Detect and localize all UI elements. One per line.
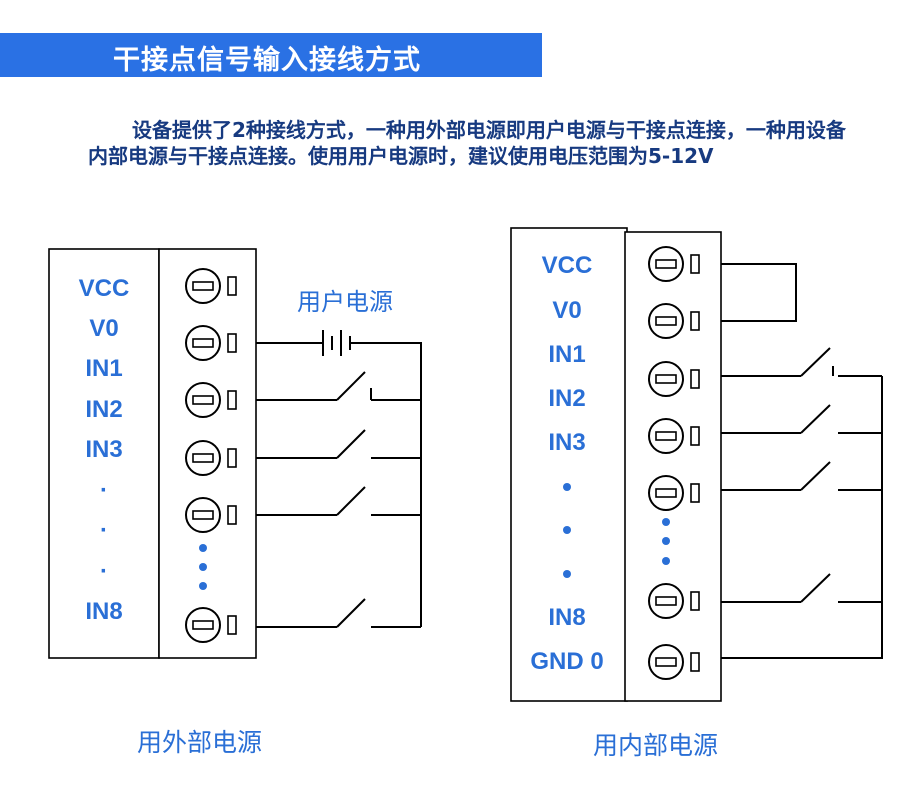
screw-slot <box>655 374 677 384</box>
intro-paragraph: 设备提供了2种接线方式，一种用外部电源即用户电源与干接点连接，一种用设备内部电源… <box>88 117 858 169</box>
wire-clamp <box>690 426 700 446</box>
ellipsis-dot <box>662 557 670 565</box>
wire-clamp <box>227 333 237 353</box>
screw-slot <box>192 281 214 291</box>
right-pin-label-dot-2: · <box>563 517 571 544</box>
terminal-screw-5 <box>648 475 700 511</box>
wire-clamp <box>227 615 237 635</box>
ellipsis-dot <box>563 483 571 491</box>
screw-slot <box>655 657 677 667</box>
vcc-v0-jumper <box>721 263 797 322</box>
internal-power-diagram <box>510 227 883 702</box>
screw-slot <box>655 596 677 606</box>
screw-slot <box>655 431 677 441</box>
gnd-bus <box>721 376 883 659</box>
screw-slot <box>192 620 214 630</box>
terminal-block <box>624 231 722 702</box>
screw-slot <box>655 316 677 326</box>
screw-slot <box>655 488 677 498</box>
ellipsis-dot <box>563 570 571 578</box>
switch-contact <box>800 573 831 603</box>
ellipsis-dot <box>199 582 207 590</box>
right-pin-label-in2: IN2 <box>548 385 586 412</box>
external-power-diagram <box>48 248 422 659</box>
wire-clamp <box>690 254 700 274</box>
switch-contact <box>336 429 366 459</box>
switch-contact <box>800 404 831 434</box>
internal-power-caption: 用内部电源 <box>593 731 719 760</box>
right-pin-label-gnd0: GND 0 <box>530 648 604 675</box>
terminal-screw-1 <box>185 268 237 304</box>
ellipsis-dot <box>199 563 207 571</box>
terminal-screw-4 <box>185 440 237 476</box>
wire-clamp <box>690 311 700 331</box>
left-pin-label-dot-1: · <box>100 477 108 504</box>
wire-clamp <box>690 591 700 611</box>
terminal-screw-6 <box>648 583 700 619</box>
wire-clamp <box>227 390 237 410</box>
right-pin-label-in8: IN8 <box>548 604 586 631</box>
right-pin-label-dot-1: · <box>563 473 571 500</box>
user-power-supply-label: 用户电源 <box>297 288 393 316</box>
switch-contact <box>800 461 831 491</box>
terminal-screw-5 <box>185 497 237 533</box>
ellipsis-dot <box>662 518 670 526</box>
terminal-screw-6 <box>185 607 237 643</box>
external-power-caption: 用外部电源 <box>137 728 263 757</box>
wire-clamp <box>227 505 237 525</box>
left-pin-label-in2: IN2 <box>85 396 123 423</box>
ellipsis-dot <box>563 526 571 534</box>
screw-slot <box>192 395 214 405</box>
right-pin-label-dot-3: · <box>563 561 571 588</box>
screw-slot <box>192 510 214 520</box>
right-pin-label-v0: V0 <box>552 297 582 324</box>
label-block <box>48 248 160 659</box>
left-pin-label-in1: IN1 <box>85 355 123 382</box>
ellipsis-dot <box>662 537 670 545</box>
terminal-screw-2 <box>185 325 237 361</box>
screw-slot <box>192 338 214 348</box>
right-pin-label-vcc: VCC <box>541 252 593 279</box>
switch-contact <box>336 486 366 516</box>
terminal-screw-4 <box>648 418 700 454</box>
terminal-screw-1 <box>648 246 700 282</box>
wire-clamp <box>690 369 700 389</box>
screw-slot <box>655 259 677 269</box>
left-pin-label-in3: IN3 <box>85 436 123 463</box>
intro-text: 设备提供了2种接线方式，一种用外部电源即用户电源与干接点连接，一种用设备内部电源… <box>88 118 846 168</box>
header-banner: 干接点信号输入接线方式 <box>0 33 542 77</box>
switch-contact <box>336 371 366 401</box>
right-pin-label-in1: IN1 <box>548 341 586 368</box>
common-bus <box>350 342 422 627</box>
ellipsis-dot <box>199 544 207 552</box>
terminal-screw-2 <box>648 303 700 339</box>
terminal-screw-3 <box>185 382 237 418</box>
label-block <box>510 227 628 702</box>
switch-contact <box>336 598 366 628</box>
wire-clamp <box>227 448 237 468</box>
wire-clamp <box>690 483 700 503</box>
page-title: 干接点信号输入接线方式 <box>113 45 421 76</box>
terminal-screw-3 <box>648 361 700 397</box>
left-pin-label-v0: V0 <box>89 315 119 342</box>
left-pin-label-in8: IN8 <box>85 598 123 625</box>
left-pin-label-dot-3: · <box>100 558 108 585</box>
left-pin-label-vcc: VCC <box>78 275 130 302</box>
terminal-screw-7 <box>648 644 700 680</box>
wire-clamp <box>227 276 237 296</box>
screw-slot <box>192 453 214 463</box>
switch-contact <box>800 347 831 377</box>
left-pin-label-dot-2: · <box>100 517 108 544</box>
right-pin-label-in3: IN3 <box>548 429 586 456</box>
wire-clamp <box>690 652 700 672</box>
